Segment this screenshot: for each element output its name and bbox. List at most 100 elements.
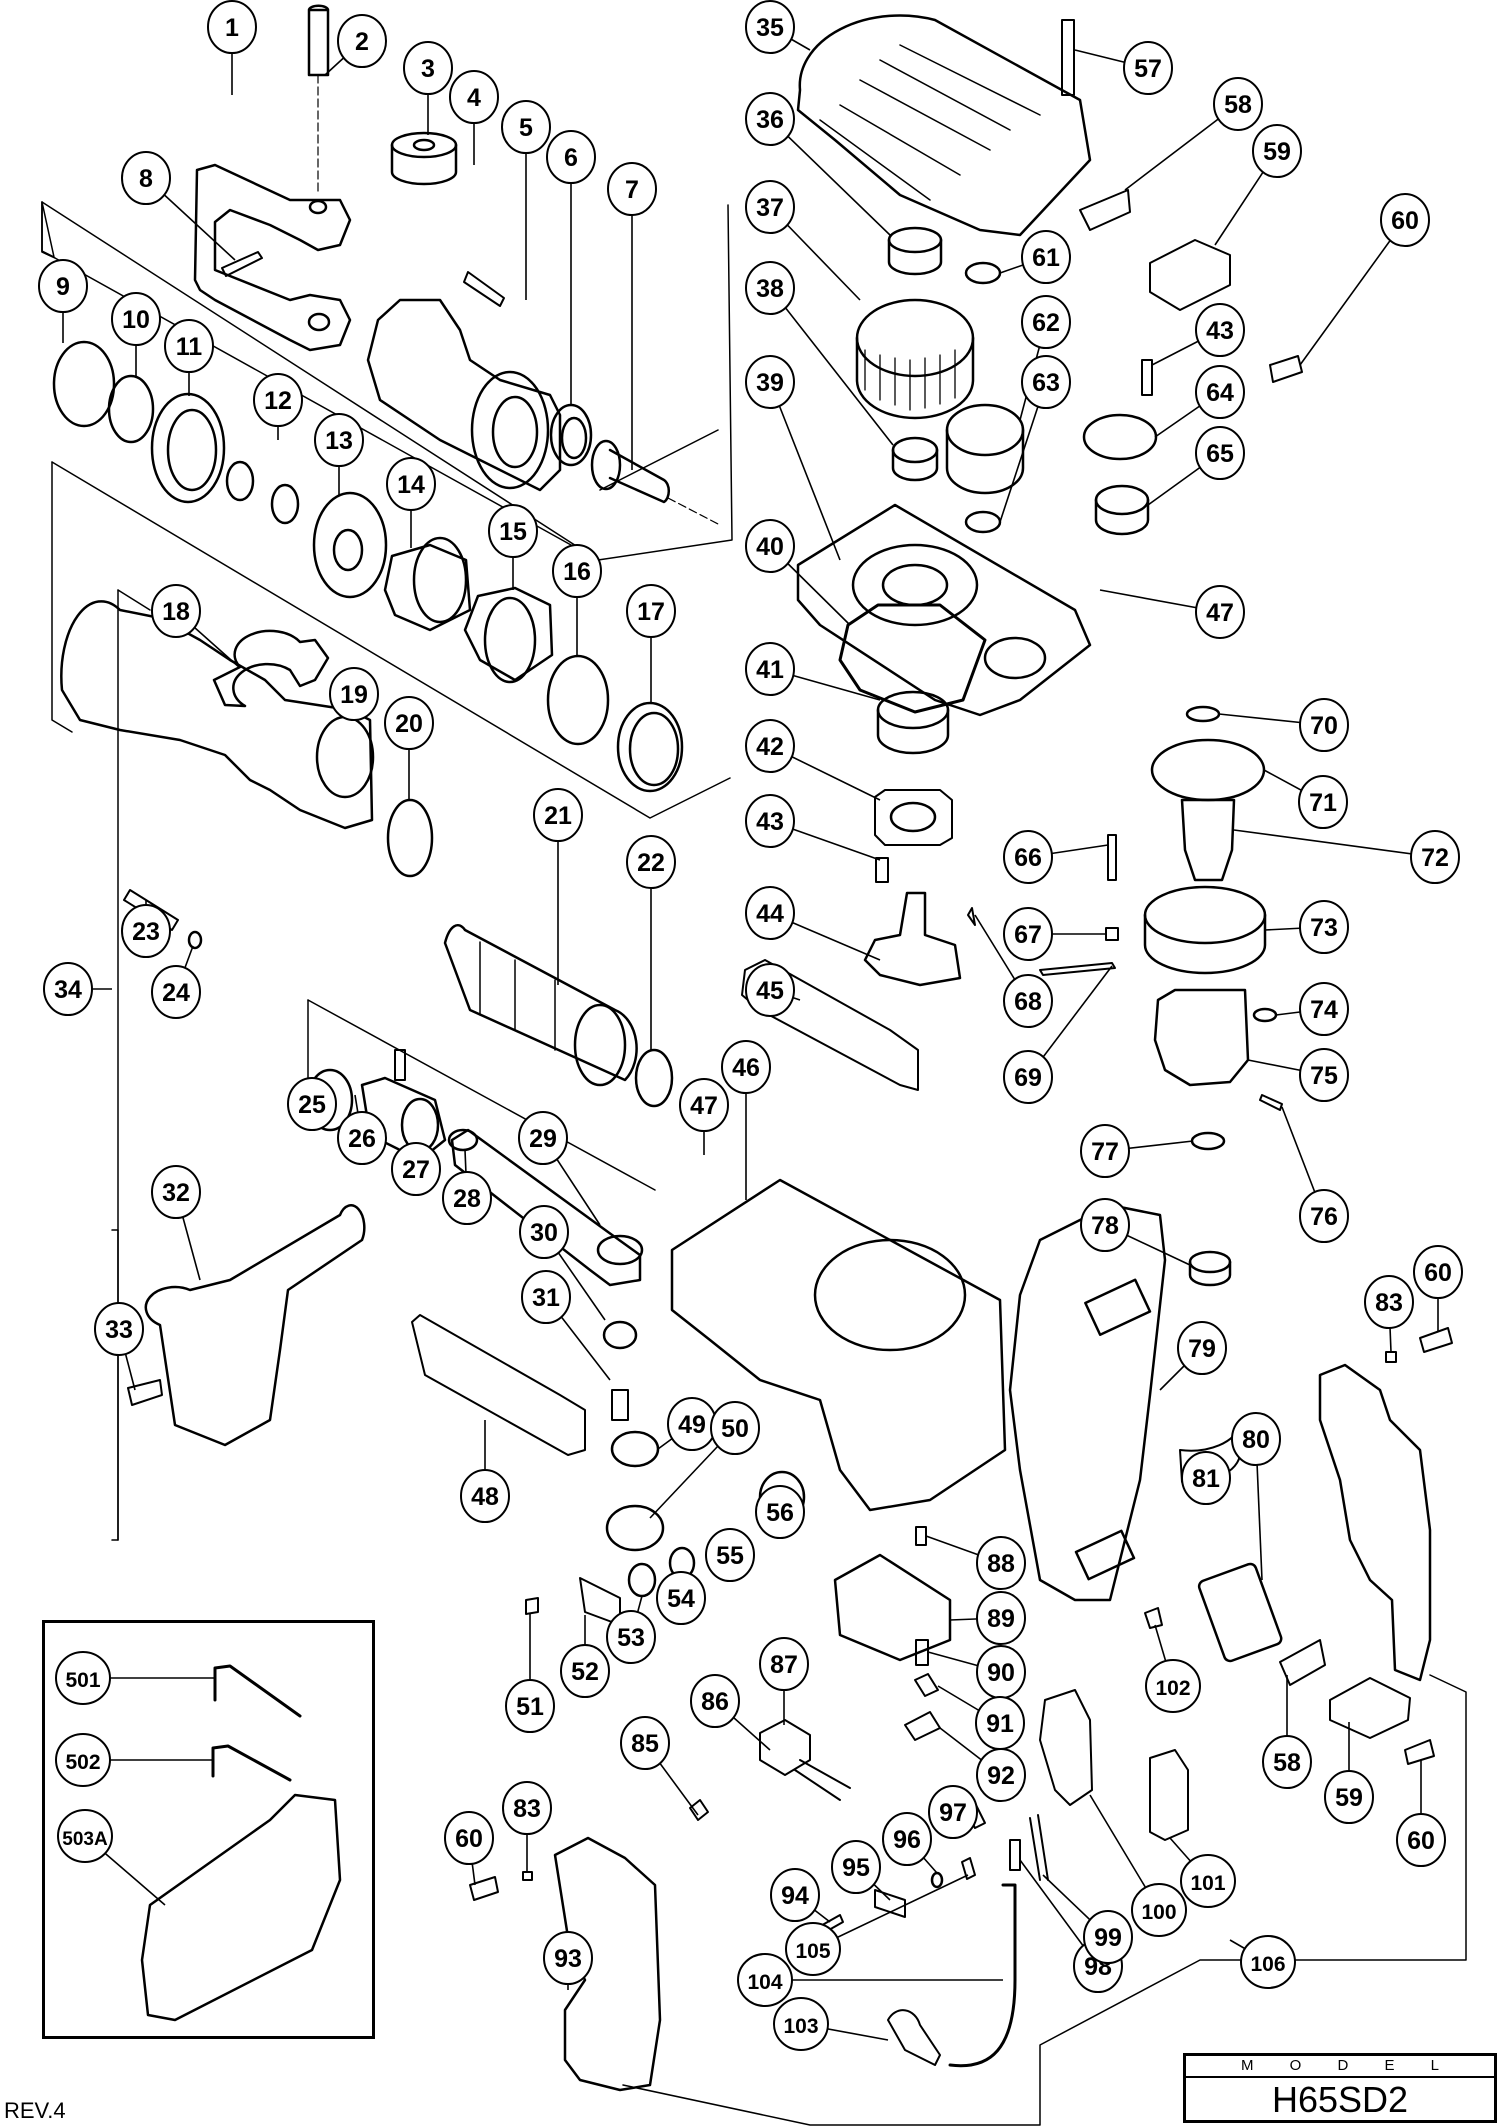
callout-c16[interactable]: 16 (552, 544, 602, 598)
callout-c66[interactable]: 66 (1003, 830, 1053, 884)
callout-c96[interactable]: 96 (882, 1812, 932, 1866)
callout-c83b[interactable]: 83 (502, 1781, 552, 1835)
callout-c97[interactable]: 97 (928, 1785, 978, 1839)
callout-c49[interactable]: 49 (667, 1397, 717, 1451)
callout-c30[interactable]: 30 (519, 1205, 569, 1259)
callout-c38[interactable]: 38 (745, 261, 795, 315)
callout-c41[interactable]: 41 (745, 642, 795, 696)
callout-c502[interactable]: 502 (55, 1733, 111, 1787)
callout-c73[interactable]: 73 (1299, 900, 1349, 954)
callout-c13[interactable]: 13 (314, 413, 364, 467)
callout-c70[interactable]: 70 (1299, 698, 1349, 752)
callout-c3[interactable]: 3 (403, 41, 453, 95)
callout-c14[interactable]: 14 (386, 457, 436, 511)
callout-c7[interactable]: 7 (607, 162, 657, 216)
callout-c32[interactable]: 32 (151, 1165, 201, 1219)
callout-c74[interactable]: 74 (1299, 982, 1349, 1036)
callout-c8[interactable]: 8 (121, 151, 171, 205)
callout-c88[interactable]: 88 (976, 1536, 1026, 1590)
callout-c503A[interactable]: 503A (57, 1809, 113, 1863)
callout-c34[interactable]: 34 (43, 962, 93, 1016)
callout-c4[interactable]: 4 (449, 70, 499, 124)
callout-c104[interactable]: 104 (737, 1953, 793, 2007)
callout-c58b[interactable]: 58 (1262, 1735, 1312, 1789)
callout-c60a[interactable]: 60 (1380, 193, 1430, 247)
callout-c2[interactable]: 2 (337, 14, 387, 68)
callout-c12[interactable]: 12 (253, 373, 303, 427)
callout-c19[interactable]: 19 (329, 667, 379, 721)
callout-c43b[interactable]: 43 (1195, 303, 1245, 357)
callout-c9[interactable]: 9 (38, 259, 88, 313)
callout-c59b[interactable]: 59 (1324, 1770, 1374, 1824)
callout-c71[interactable]: 71 (1298, 775, 1348, 829)
callout-c64[interactable]: 64 (1195, 365, 1245, 419)
callout-c105[interactable]: 105 (785, 1922, 841, 1976)
callout-c69[interactable]: 69 (1003, 1050, 1053, 1104)
callout-c90[interactable]: 90 (976, 1645, 1026, 1699)
callout-c75[interactable]: 75 (1299, 1048, 1349, 1102)
callout-c5[interactable]: 5 (501, 100, 551, 154)
callout-c58a[interactable]: 58 (1213, 77, 1263, 131)
callout-c17[interactable]: 17 (626, 584, 676, 638)
callout-c77[interactable]: 77 (1080, 1124, 1130, 1178)
callout-c31[interactable]: 31 (521, 1270, 571, 1324)
callout-c93[interactable]: 93 (543, 1931, 593, 1985)
callout-c63[interactable]: 63 (1021, 355, 1071, 409)
callout-c23[interactable]: 23 (121, 904, 171, 958)
callout-c79[interactable]: 79 (1177, 1321, 1227, 1375)
callout-c51[interactable]: 51 (505, 1679, 555, 1733)
callout-c106[interactable]: 106 (1240, 1935, 1296, 1989)
callout-c1[interactable]: 1 (207, 0, 257, 54)
callout-c95[interactable]: 95 (831, 1840, 881, 1894)
callout-c92[interactable]: 92 (976, 1748, 1026, 1802)
callout-c25[interactable]: 25 (287, 1077, 337, 1131)
callout-c47a[interactable]: 47 (679, 1078, 729, 1132)
callout-c33[interactable]: 33 (94, 1302, 144, 1356)
callout-c43a[interactable]: 43 (745, 794, 795, 848)
callout-c26[interactable]: 26 (337, 1111, 387, 1165)
callout-c42[interactable]: 42 (745, 719, 795, 773)
callout-c22[interactable]: 22 (626, 835, 676, 889)
callout-c55[interactable]: 55 (705, 1528, 755, 1582)
callout-c15[interactable]: 15 (488, 504, 538, 558)
callout-c50[interactable]: 50 (710, 1401, 760, 1455)
callout-c103[interactable]: 103 (773, 1997, 829, 2051)
callout-c100[interactable]: 100 (1131, 1883, 1187, 1937)
callout-c24[interactable]: 24 (151, 965, 201, 1019)
callout-c78[interactable]: 78 (1080, 1198, 1130, 1252)
callout-c62[interactable]: 62 (1021, 295, 1071, 349)
callout-c60b[interactable]: 60 (1413, 1245, 1463, 1299)
callout-c53[interactable]: 53 (606, 1610, 656, 1664)
callout-c67[interactable]: 67 (1003, 907, 1053, 961)
callout-c40[interactable]: 40 (745, 519, 795, 573)
callout-c102[interactable]: 102 (1145, 1659, 1201, 1713)
callout-c36[interactable]: 36 (745, 92, 795, 146)
callout-c52[interactable]: 52 (560, 1644, 610, 1698)
callout-c28[interactable]: 28 (442, 1171, 492, 1225)
callout-c89[interactable]: 89 (976, 1591, 1026, 1645)
callout-c101[interactable]: 101 (1180, 1854, 1236, 1908)
callout-c39[interactable]: 39 (745, 355, 795, 409)
callout-c27[interactable]: 27 (391, 1142, 441, 1196)
callout-c60c[interactable]: 60 (1396, 1813, 1446, 1867)
callout-c68[interactable]: 68 (1003, 974, 1053, 1028)
callout-c21[interactable]: 21 (533, 788, 583, 842)
callout-c72[interactable]: 72 (1410, 830, 1460, 884)
callout-c37[interactable]: 37 (745, 180, 795, 234)
callout-c59a[interactable]: 59 (1252, 124, 1302, 178)
callout-c65[interactable]: 65 (1195, 426, 1245, 480)
callout-c29[interactable]: 29 (518, 1111, 568, 1165)
callout-c11[interactable]: 11 (164, 319, 214, 373)
callout-c94[interactable]: 94 (770, 1868, 820, 1922)
callout-c54[interactable]: 54 (656, 1571, 706, 1625)
callout-c20[interactable]: 20 (384, 696, 434, 750)
callout-c46[interactable]: 46 (721, 1040, 771, 1094)
callout-c57[interactable]: 57 (1123, 41, 1173, 95)
callout-c76[interactable]: 76 (1299, 1189, 1349, 1243)
callout-c48[interactable]: 48 (460, 1469, 510, 1523)
callout-c47b[interactable]: 47 (1195, 585, 1245, 639)
callout-c87[interactable]: 87 (759, 1637, 809, 1691)
callout-c10[interactable]: 10 (111, 292, 161, 346)
callout-c501[interactable]: 501 (55, 1651, 111, 1705)
callout-c61[interactable]: 61 (1021, 230, 1071, 284)
